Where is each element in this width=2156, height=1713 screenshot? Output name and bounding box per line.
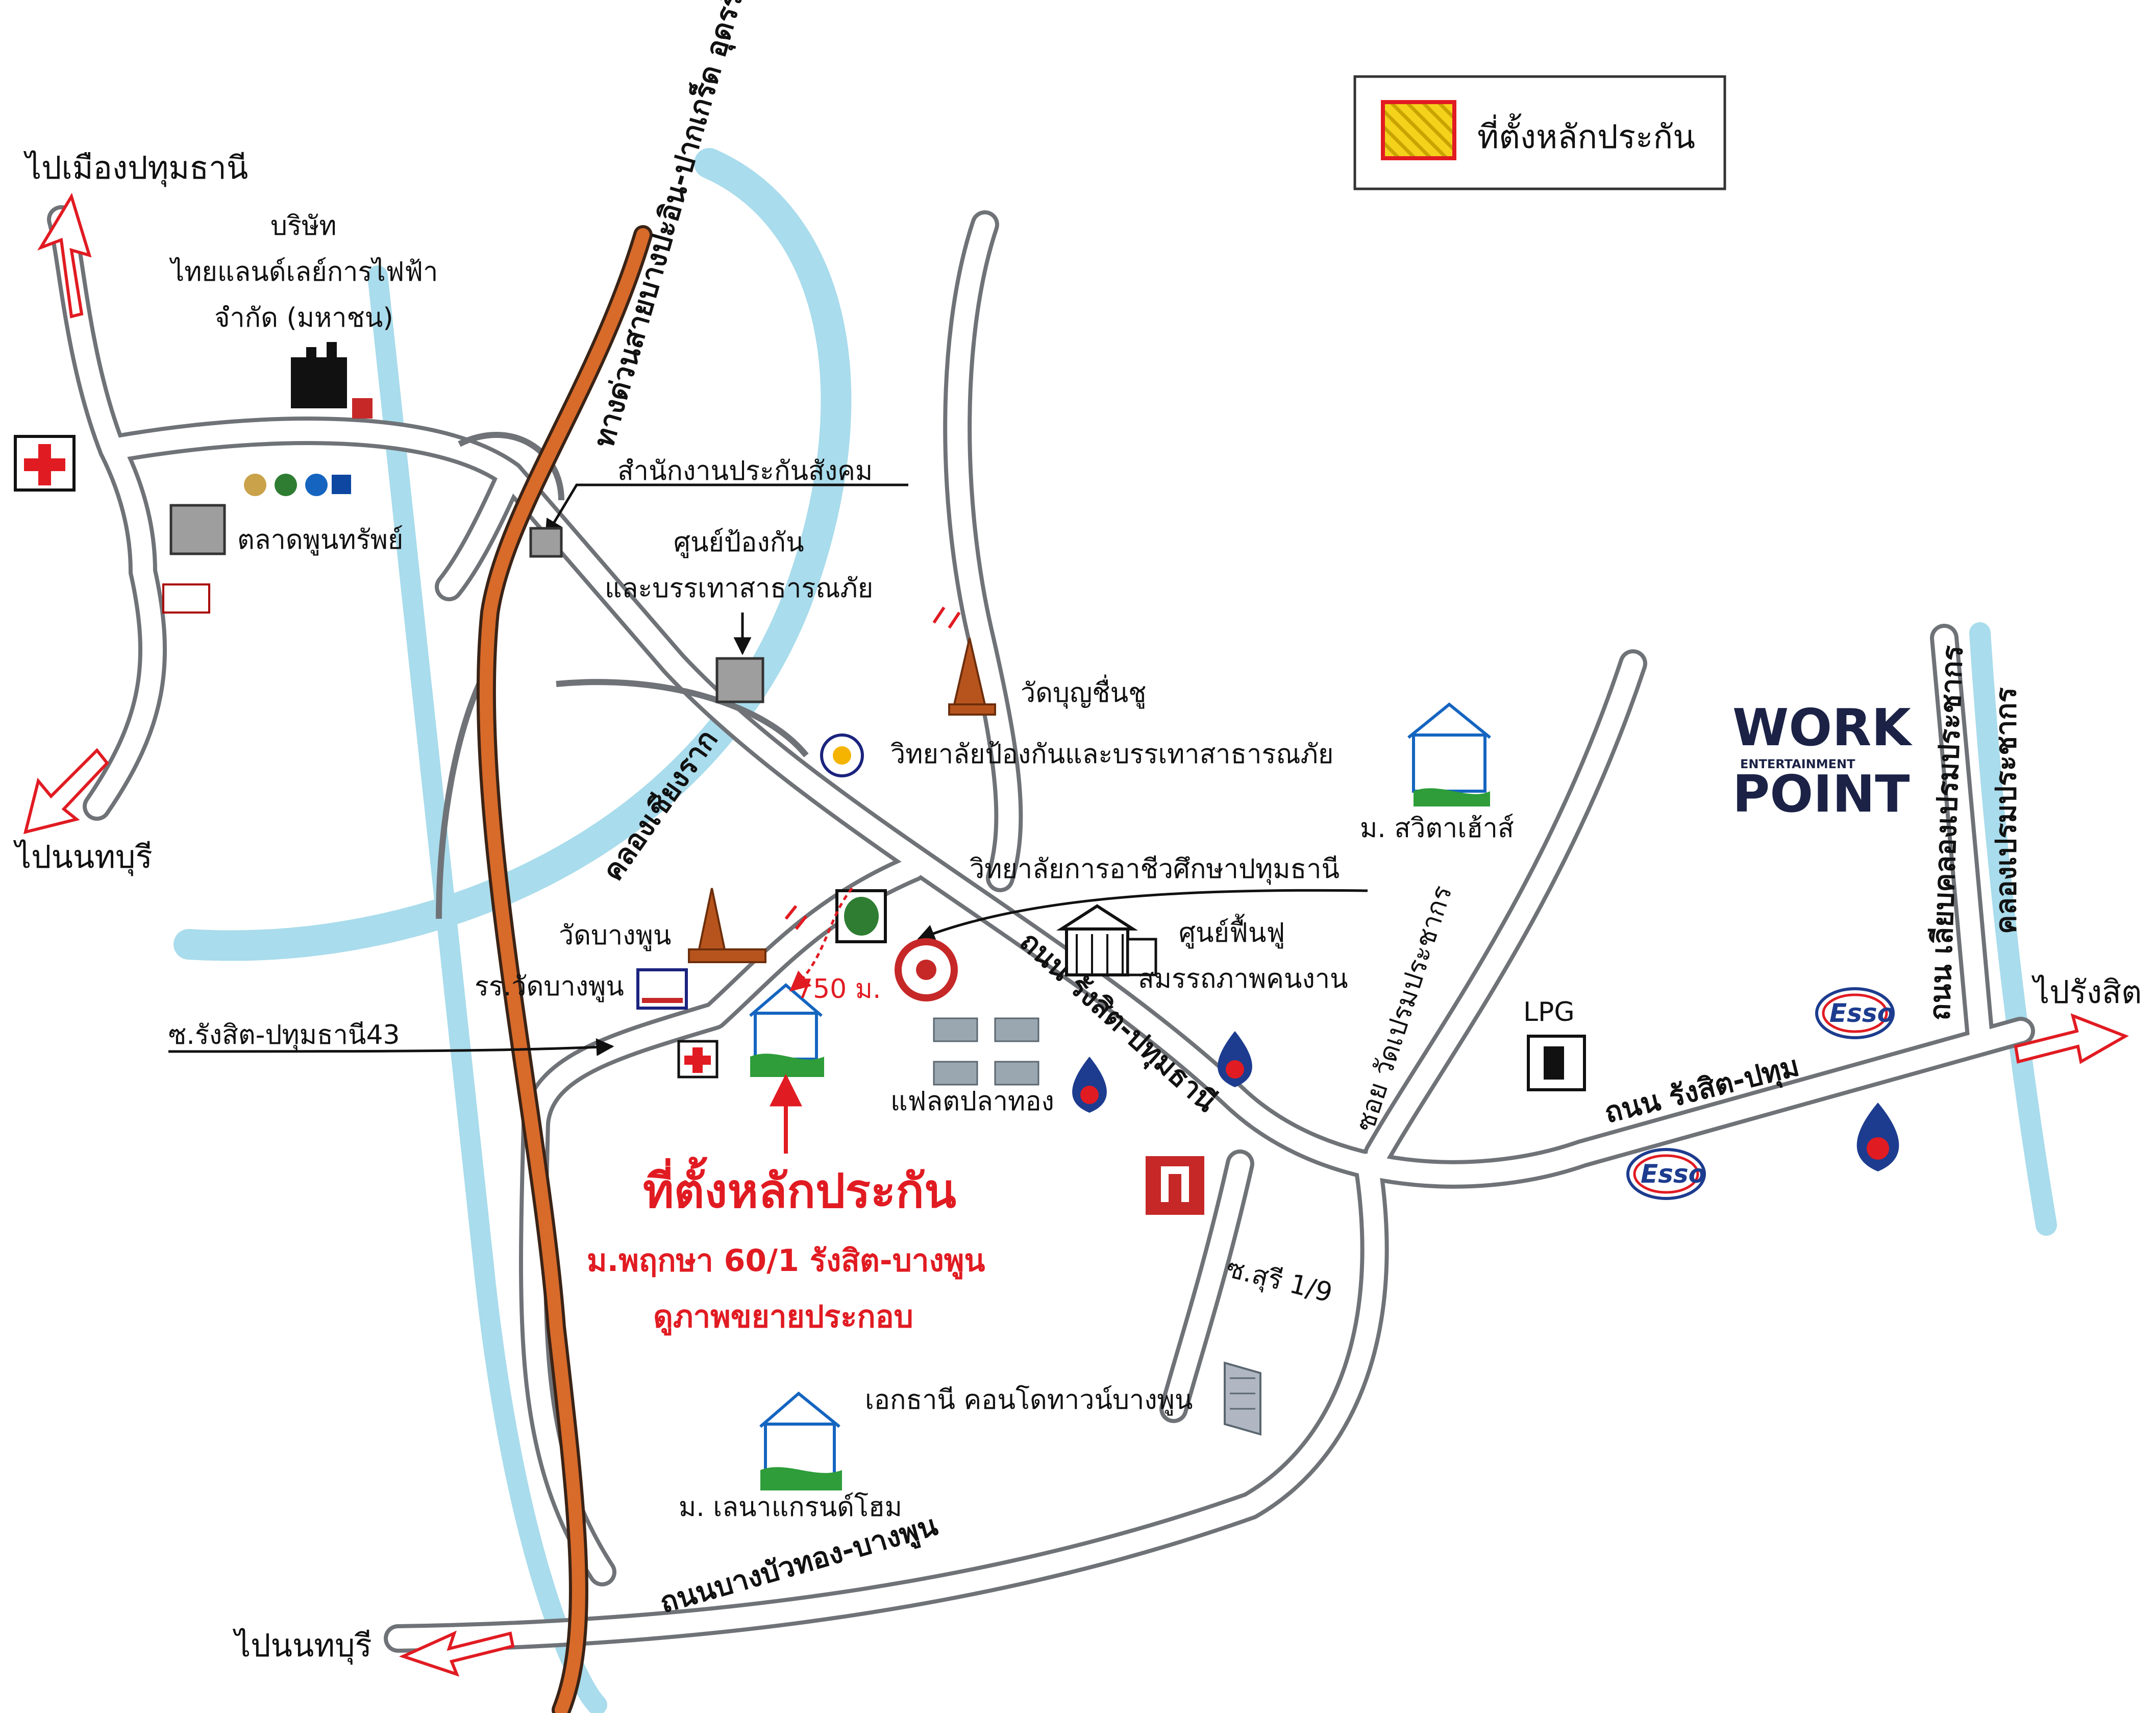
esso-logo: Esso	[1815, 987, 1895, 1039]
svg-text:ตลาดพูนทรัพย์: ตลาดพูนทรัพย์	[237, 525, 403, 556]
bank-icon	[305, 474, 328, 496]
direction-arrow-north-west: ไปเมืองปทุมธานี	[23, 149, 248, 319]
place-wat-bun-chuen: วัดบุญชื่นชู	[932, 606, 1146, 716]
yamaha-icon	[162, 583, 210, 614]
svg-text:วัดบุญชื่นชู: วัดบุญชื่นชู	[1021, 674, 1146, 709]
place-pla-thong-flats: แฟลตปลาทอง	[890, 1017, 1054, 1117]
flats-icon	[933, 1017, 1039, 1086]
lpg-station: LPG	[1523, 997, 1586, 1091]
direction-arrow-west: ไปนนทบุรี	[13, 748, 153, 876]
place-disaster-college: วิทยาลัยป้องกันและบรรเทาสาธารณภัย	[820, 733, 1333, 777]
temple-icon	[688, 888, 766, 963]
svg-text:วัดบางพูน: วัดบางพูน	[559, 920, 671, 951]
svg-text:วิทยาลัยป้องกันและบรรเทาสาธารณ: วิทยาลัยป้องกันและบรรเทาสาธารณภัย	[890, 739, 1333, 770]
bank-icon	[244, 474, 266, 496]
svg-text:POINT: POINT	[1732, 764, 1910, 824]
svg-text:ม. สวิตาเฮ้าส์: ม. สวิตาเฮ้าส์	[1360, 813, 1514, 844]
building-icon	[1056, 904, 1157, 976]
svg-text:LPG: LPG	[1523, 997, 1575, 1027]
pointer-lines	[168, 483, 1368, 1057]
svg-text:วิทยาลัยการอาชีวศึกษาปทุมธานี: วิทยาลัยการอาชีวศึกษาปทุมธานี	[970, 854, 1340, 885]
place-wat-bang-phun-school: รร.วัดบางพูน	[475, 968, 688, 1010]
svg-text:ม. เลนาแกรนด์โฮม: ม. เลนาแกรนด์โฮม	[679, 1492, 902, 1523]
expressway-fill	[479, 228, 650, 1713]
legend-swatch	[1381, 100, 1456, 160]
target-title: ที่ตั้งหลักประกัน	[643, 1157, 956, 1218]
svg-text:จำกัด (มหาชน): จำกัด (มหาชน)	[214, 303, 393, 333]
hospital-icon	[14, 435, 76, 492]
svg-text:สำนักงานประกันสังคม: สำนักงานประกันสังคม	[617, 456, 873, 486]
gas-station-icon	[1856, 1103, 1899, 1171]
road-label-soi-suri: ซ.สุรี 1/9	[1223, 1253, 1335, 1309]
distance-path	[789, 887, 853, 992]
project-logo	[784, 889, 887, 943]
svg-text:Esso: Esso	[1641, 1159, 1706, 1189]
legend-label: ที่ตั้งหลักประกัน	[1477, 113, 1695, 156]
direction-arrow-east: ไปรังสิต	[2014, 973, 2142, 1064]
target-address: ม.พฤกษา 60/1 รังสิต-บางพูน	[587, 1243, 985, 1280]
svg-text:เอกธานี คอนโดทาวน์บางพูน: เอกธานี คอนโดทาวน์บางพูน	[865, 1385, 1193, 1416]
svg-text:ศูนย์ป้องกัน: ศูนย์ป้องกัน	[674, 527, 804, 558]
svg-text:Esso: Esso	[1829, 998, 1895, 1028]
gas-station-icon	[1072, 1057, 1107, 1113]
factory-icon	[291, 342, 373, 419]
svg-text:และบรรเทาสาธารณภัย: และบรรเทาสาธารณภัย	[605, 573, 873, 604]
place-sawita-house: ม. สวิตาเฮ้าส์	[1360, 702, 1514, 844]
condo-tower-icon	[1224, 1361, 1261, 1436]
road-label-khlong-chiang-rak: คลองเชียงราก	[596, 724, 724, 887]
svg-text:WORK: WORK	[1732, 698, 1913, 757]
place-vocational-college: วิทยาลัยการอาชีวศึกษาปทุมธานี	[895, 854, 1340, 1001]
temple-icon	[948, 638, 996, 716]
legend: ที่ตั้งหลักประกัน	[1353, 75, 1726, 190]
isuzu-logo-icon	[1146, 1156, 1204, 1215]
gas-station-icon	[1218, 1031, 1252, 1087]
direction-arrow-south-west: ไปนนทบุรี	[232, 1627, 515, 1677]
road-label-expressway: ทางด่วนสายบางปะอิน-ปากเกร็ด อุดรรัถยา	[586, 0, 764, 451]
svg-text:สมรรถภาพคนงาน: สมรรถภาพคนงาน	[1138, 964, 1348, 994]
bank-icon	[332, 475, 351, 494]
distance-label: 750 ม.	[796, 974, 881, 1005]
place-rehab-center: ศูนย์ฟื้นฟู สมรรถภาพคนงาน	[1056, 904, 1348, 994]
place-lenana-home: ม. เลนาแกรนด์โฮม	[679, 1391, 902, 1523]
road-label-khlong-prem: คลองเปรมประชากร	[1990, 687, 2023, 934]
svg-text:ศูนย์ฟื้นฟู: ศูนย์ฟื้นฟู	[1179, 914, 1285, 949]
place-poonsap-market: ตลาดพูนทรัพย์	[162, 474, 403, 614]
target-house-icon	[749, 983, 824, 1077]
esso-logo: Esso	[1626, 1148, 1706, 1200]
place-ekthani-condo: เอกธานี คอนโดทาวน์บางพูน	[865, 1361, 1261, 1436]
svg-text:ไปนนทบุรี: ไปนนทบุรี	[232, 1627, 372, 1665]
svg-text:ENTERTAINMENT: ENTERTAINMENT	[1740, 757, 1855, 771]
house-icon	[759, 1391, 842, 1490]
road-label-soi-43: ซ.รังสิต-ปทุมธานี43	[168, 1020, 400, 1051]
svg-text:บริษัท: บริษัท	[270, 211, 337, 241]
svg-text:ไปเมืองปทุมธานี: ไปเมืองปทุมธานี	[23, 149, 248, 187]
place-thai-land-company: บริษัท ไทยแลนด์เลย์การไฟฟ้า จำกัด (มหาชน…	[169, 211, 438, 419]
canal-prem-prachakorn	[1969, 622, 2057, 1236]
workpoint-logo: WORK ENTERTAINMENT POINT	[1732, 698, 1913, 824]
place-social-security-office: สำนักงานประกันสังคม	[529, 456, 873, 558]
place-wat-bang-phun: วัดบางพูน	[559, 888, 766, 963]
canal-chiang-rak	[174, 148, 852, 961]
bank-icon	[275, 474, 297, 496]
svg-text:ไปรังสิต: ไปรังสิต	[2031, 973, 2142, 1011]
hospital-icon	[677, 1040, 718, 1079]
svg-text:ไปนนทบุรี: ไปนนทบุรี	[13, 838, 153, 876]
svg-text:รร.วัดบางพูน: รร.วัดบางพูน	[475, 971, 624, 1002]
svg-text:แฟลตปลาทอง: แฟลตปลาทอง	[890, 1086, 1054, 1117]
house-icon	[1407, 702, 1491, 806]
target-note: ดูภาพขยายประกอบ	[653, 1299, 913, 1336]
svg-text:ไทยแลนด์เลย์การไฟฟ้า: ไทยแลนด์เลย์การไฟฟ้า	[169, 257, 438, 287]
place-disaster-center: ศูนย์ป้องกัน และบรรเทาสาธารณภัย	[605, 527, 873, 703]
